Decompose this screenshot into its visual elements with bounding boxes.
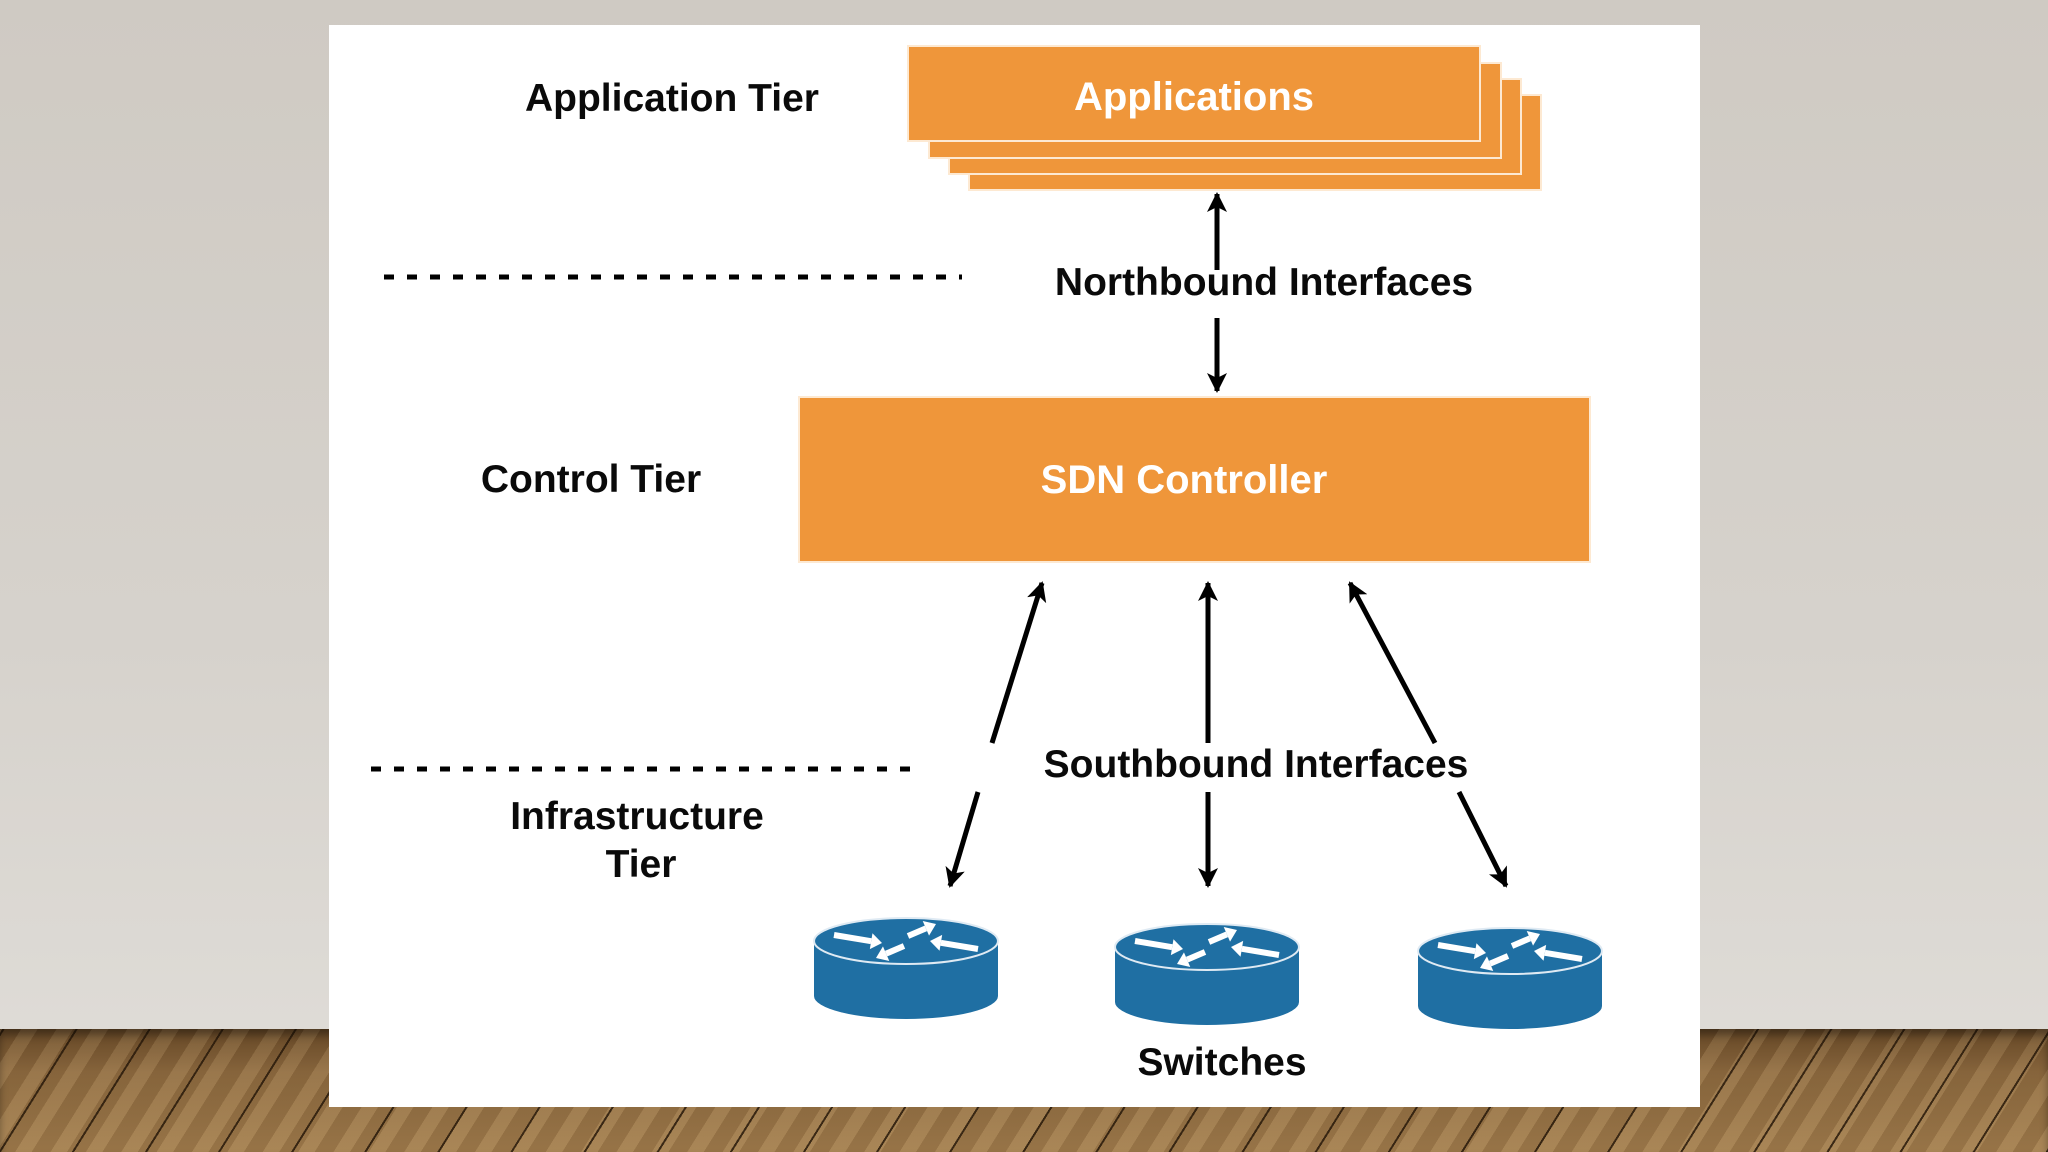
northbound-interfaces-label: Northbound Interfaces: [1055, 261, 1473, 304]
southbound-arrow-up-right: [1347, 581, 1438, 745]
switch-top: [1417, 927, 1603, 975]
switch-icon: [813, 917, 999, 1019]
application-tier-label: Application Tier: [525, 77, 819, 120]
slide-panel: [329, 25, 1700, 1107]
switch-icon: [1417, 927, 1603, 1029]
southbound-arrow-down-left: [945, 791, 981, 888]
switch-arrow-glyph: [906, 920, 936, 939]
switch-icon: [1114, 923, 1300, 1025]
infrastructure-tier-label-line1: Infrastructure: [510, 795, 764, 838]
switch-top: [1114, 923, 1300, 971]
switch-arrow-glyph: [1177, 949, 1207, 968]
applications-box: [907, 45, 1481, 142]
switches-group: [813, 917, 1603, 1029]
switch-top: [813, 917, 999, 965]
sdn-controller-label: SDN Controller: [1041, 458, 1328, 502]
southbound-interfaces-label: Southbound Interfaces: [1044, 743, 1469, 786]
switch-arrow-glyph: [1134, 938, 1183, 956]
southbound-arrow-up-left: [989, 581, 1047, 744]
switch-arrow-glyph: [833, 932, 882, 950]
sdn-controller-box: [798, 396, 1591, 563]
switch-arrow-glyph: [1480, 953, 1510, 972]
switch-arrow-glyph: [1437, 942, 1486, 960]
applications-stack: Applications: [907, 45, 1542, 191]
applications-label: Applications: [1074, 75, 1314, 119]
control-tier-label: Control Tier: [481, 458, 701, 501]
switch-arrow-glyph: [1207, 926, 1237, 945]
switch-arrow-glyph: [876, 943, 906, 962]
switch-arrow-glyph: [930, 934, 979, 952]
switch-arrow-glyph: [1534, 944, 1583, 962]
infrastructure-tier-label-line2: Tier: [606, 843, 677, 886]
switches-label: Switches: [1137, 1041, 1306, 1084]
southbound-arrow-down-right: [1456, 790, 1509, 888]
switch-arrow-glyph: [1510, 930, 1540, 949]
switch-arrow-glyph: [1231, 940, 1280, 958]
